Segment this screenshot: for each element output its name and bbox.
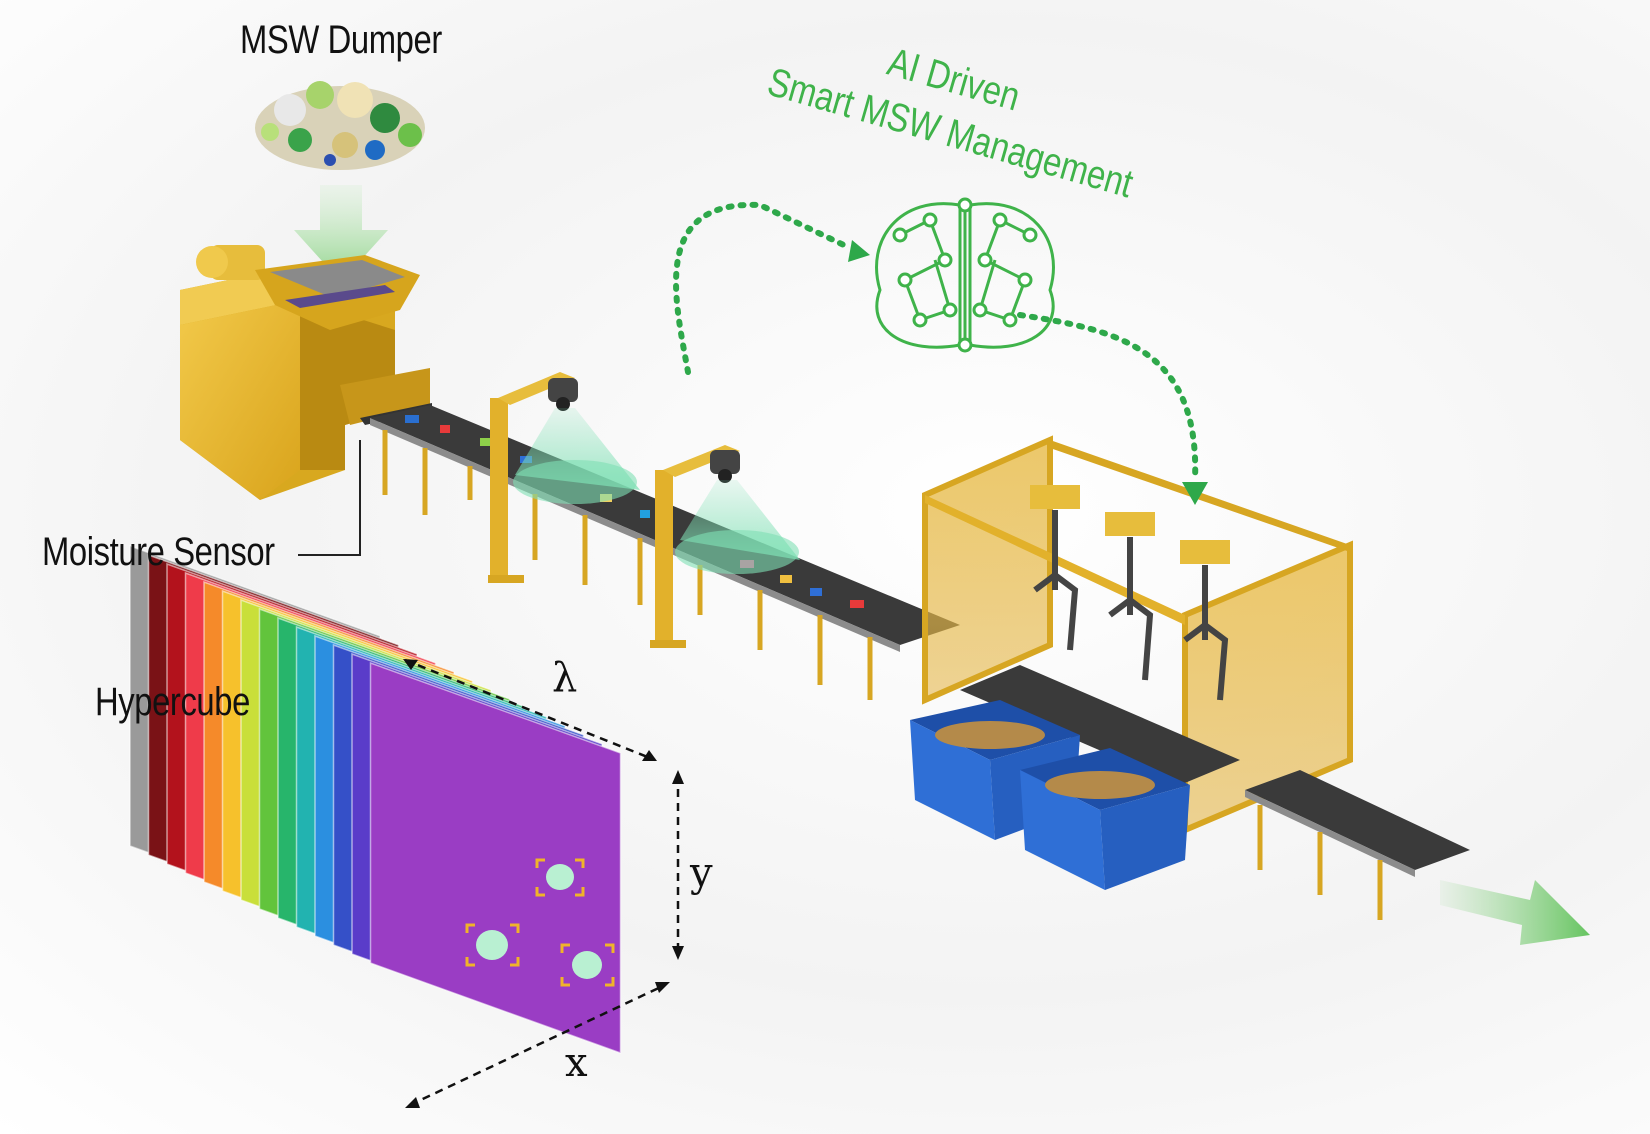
- detection-box: [535, 858, 585, 897]
- ai-input-arrow: [673, 201, 853, 375]
- x-axis-label: x: [565, 1040, 588, 1086]
- trash-pile: [255, 81, 425, 170]
- bin-icon: [1020, 748, 1190, 890]
- detection-box: [465, 923, 520, 967]
- ai-output-arrow: [1017, 312, 1199, 483]
- moisture-sensor-label: Moisture Sensor: [42, 530, 275, 574]
- camera-icon: [710, 450, 740, 483]
- camera-station-2: [650, 445, 800, 648]
- camera-icon: [548, 378, 578, 411]
- detection-box: [560, 943, 615, 987]
- hypercube-label: Hypercube: [95, 680, 250, 724]
- x-dimension-arrow: [405, 982, 670, 1108]
- y-axis-label: y: [690, 850, 713, 896]
- hypercube-bands: [129, 544, 622, 1055]
- robot-gripper-icon: [1033, 510, 1229, 701]
- hypercube-band: [369, 661, 622, 1055]
- conveyor-belt-output: [1245, 770, 1470, 920]
- brain-network-icon: [875, 197, 1055, 353]
- feed-arrow: [294, 185, 388, 282]
- msw-dumper-label: MSW Dumper: [240, 18, 442, 62]
- shredder-machine: [180, 245, 432, 500]
- y-dimension-arrow: [672, 770, 684, 960]
- camera-station-1: [488, 372, 640, 583]
- hypercube-front-content: [465, 858, 615, 987]
- lambda-dimension-arrow: [403, 658, 657, 762]
- output-arrow: [1440, 880, 1590, 945]
- moisture-sensor-leader: [298, 440, 361, 556]
- lambda-axis-label: λ: [552, 655, 578, 701]
